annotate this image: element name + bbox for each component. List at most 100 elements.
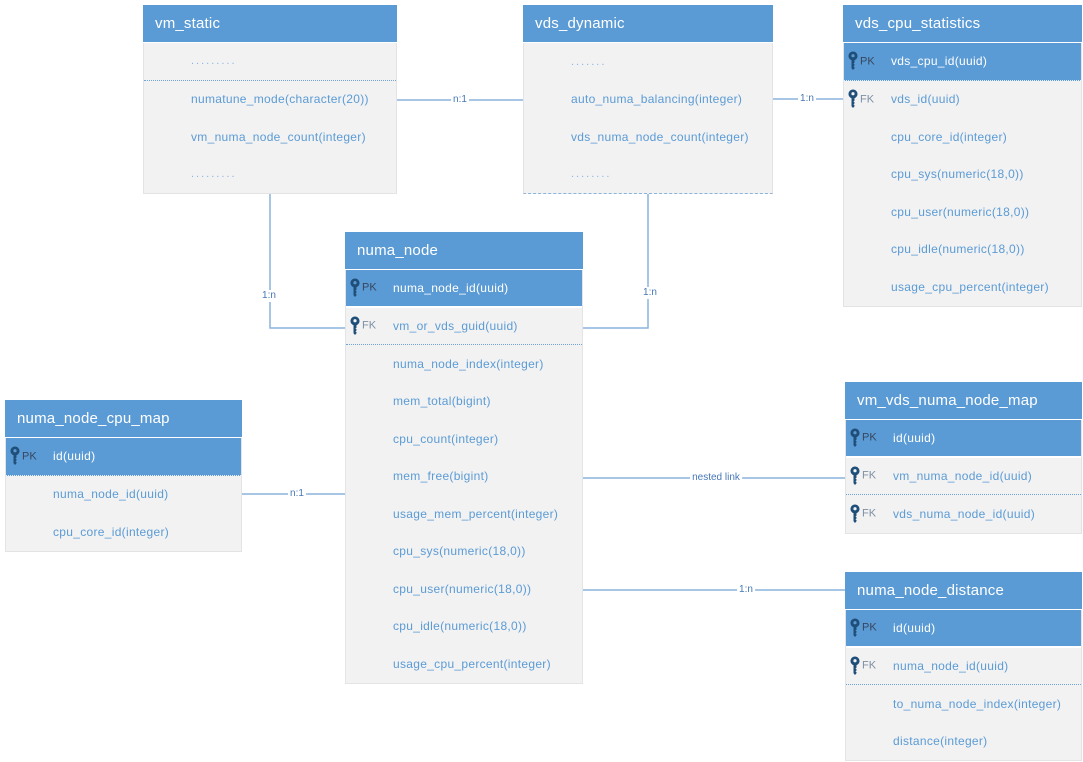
table-row[interactable]: FK vds_numa_node_id(uuid): [846, 495, 1081, 533]
key-cell: FK: [849, 466, 876, 485]
table-row[interactable]: .........: [144, 156, 396, 194]
table-row[interactable]: distance(integer): [846, 723, 1081, 761]
key-icon: [848, 51, 858, 71]
column-name: auto_numa_balancing(integer): [571, 92, 743, 107]
table-row[interactable]: vm_numa_node_count(integer): [144, 118, 396, 156]
table-row[interactable]: ........: [524, 156, 772, 194]
table-row[interactable]: cpu_count(integer): [346, 420, 582, 458]
relationship-line-vm_static-numa_node[interactable]: [269, 193, 345, 329]
column-name: cpu_core_id(integer): [53, 524, 170, 539]
table-header-vm_static[interactable]: vm_static: [143, 5, 397, 43]
key-cell: PK: [9, 446, 37, 466]
table-row-pk[interactable]: PK id(uuid): [6, 438, 241, 476]
table-row[interactable]: cpu_idle(numeric(18,0)): [844, 231, 1081, 269]
table-row[interactable]: cpu_sys(numeric(18,0)): [346, 533, 582, 571]
table-title: vm_static: [155, 15, 221, 32]
table-row[interactable]: cpu_idle(numeric(18,0)): [346, 608, 582, 646]
table-header-numa_node_cpu_map[interactable]: numa_node_cpu_map: [5, 400, 242, 438]
column-name: vm_or_vds_guid(uuid): [393, 318, 518, 333]
key-type-label: FK: [862, 469, 877, 482]
connector-label: 1:n: [641, 287, 659, 299]
connector-label: 1:n: [737, 584, 755, 596]
ellipsis-row-text: .........: [191, 168, 237, 181]
key-type-label: FK: [860, 93, 875, 106]
column-name: vm_numa_node_count(integer): [191, 129, 366, 144]
ellipsis-row-text: ........: [571, 168, 612, 181]
column-name: id(uuid): [53, 449, 96, 464]
table-row[interactable]: cpu_user(numeric(18,0)): [844, 193, 1081, 231]
table-row[interactable]: usage_cpu_percent(integer): [844, 268, 1081, 306]
ellipsis-row-text: .........: [191, 55, 237, 68]
column-name: id(uuid): [893, 430, 936, 445]
table-row[interactable]: FK vds_id(uuid): [844, 81, 1081, 119]
key-icon: [850, 466, 860, 485]
table-row[interactable]: vds_numa_node_count(integer): [524, 118, 772, 156]
key-icon: [350, 316, 360, 335]
connector-label: n:1: [288, 488, 306, 500]
column-name: usage_mem_percent(integer): [393, 506, 559, 521]
table-header-numa_node_distance[interactable]: numa_node_distance: [845, 572, 1082, 610]
key-icon: [850, 504, 860, 523]
column-name: distance(integer): [893, 734, 988, 749]
table-row[interactable]: numa_node_index(integer): [346, 345, 582, 383]
table-title: numa_node_distance: [857, 582, 1005, 599]
table-header-vds_cpu_statistics[interactable]: vds_cpu_statistics: [843, 5, 1082, 43]
table-row[interactable]: auto_numa_balancing(integer): [524, 81, 772, 119]
table-row[interactable]: cpu_user(numeric(18,0)): [346, 570, 582, 608]
key-cell: PK: [849, 428, 877, 447]
table-row[interactable]: cpu_sys(numeric(18,0)): [844, 156, 1081, 194]
key-icon: [10, 446, 20, 466]
table-row[interactable]: mem_total(bigint): [346, 383, 582, 421]
table-row[interactable]: numatune_mode(character(20)): [144, 81, 396, 119]
table-title: numa_node_cpu_map: [17, 410, 170, 427]
column-name: mem_total(bigint): [393, 394, 491, 409]
key-type-label: FK: [862, 507, 877, 520]
table-row[interactable]: cpu_core_id(integer): [6, 513, 241, 551]
key-icon: [848, 89, 858, 109]
table-row[interactable]: cpu_core_id(integer): [844, 118, 1081, 156]
entity-table-vds_dynamic: vds_dynamic....... auto_numa_balancing(in…: [523, 5, 773, 194]
table-row[interactable]: .......: [524, 43, 772, 81]
key-cell: PK: [847, 51, 875, 71]
column-name: cpu_core_id(integer): [891, 129, 1008, 144]
table-row[interactable]: FK vm_or_vds_guid(uuid): [346, 308, 582, 345]
table-header-numa_node[interactable]: numa_node: [345, 232, 583, 270]
key-type-label: PK: [862, 621, 877, 634]
key-icon: [850, 618, 860, 637]
key-icon: [850, 428, 860, 447]
table-row[interactable]: numa_node_id(uuid): [6, 476, 241, 514]
table-header-vds_dynamic[interactable]: vds_dynamic: [523, 5, 773, 43]
table-header-vm_vds_numa_node_map[interactable]: vm_vds_numa_node_map: [845, 382, 1082, 420]
table-row[interactable]: mem_free(bigint): [346, 458, 582, 496]
key-type-label: FK: [362, 319, 377, 332]
column-name: numa_node_id(uuid): [393, 280, 509, 295]
column-name: vds_numa_node_id(uuid): [893, 506, 1036, 521]
table-row[interactable]: to_numa_node_index(integer): [846, 685, 1081, 723]
key-cell: FK: [847, 89, 875, 109]
column-name: usage_cpu_percent(integer): [891, 279, 1049, 294]
table-row[interactable]: .........: [144, 43, 396, 81]
table-row[interactable]: usage_cpu_percent(integer): [346, 645, 582, 683]
table-body: PK id(uuid) numa_node_id(uuid) cpu_core_id(…: [5, 438, 242, 552]
table-row-pk[interactable]: PK id(uuid): [846, 420, 1081, 458]
column-name: numa_node_id(uuid): [53, 487, 169, 502]
table-body: ....... auto_numa_balancing(integer) vds_n…: [523, 43, 773, 194]
table-title: vds_cpu_statistics: [855, 15, 981, 32]
relationship-line-vds_dynamic-numa_node[interactable]: [583, 193, 649, 329]
column-name: numa_node_index(integer): [393, 356, 544, 371]
table-row[interactable]: usage_mem_percent(integer): [346, 495, 582, 533]
column-name: vds_id(uuid): [891, 92, 960, 107]
key-cell: FK: [349, 316, 376, 335]
column-name: cpu_count(integer): [393, 431, 499, 446]
column-name: cpu_idle(numeric(18,0)): [891, 242, 1025, 257]
connector-label: nested link: [690, 472, 742, 484]
